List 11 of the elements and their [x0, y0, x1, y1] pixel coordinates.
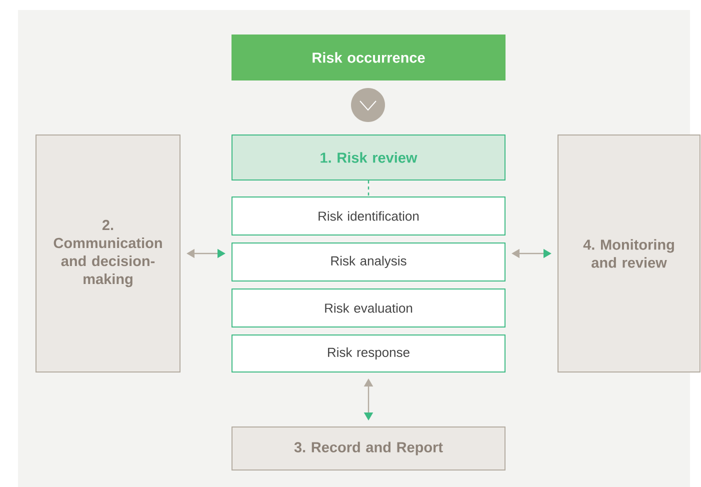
process-box: 2. Communication and decision-making — [36, 134, 180, 372]
process-box: Risk occurrence — [232, 34, 506, 80]
chevron-circle — [351, 88, 385, 122]
connector-line — [368, 180, 370, 196]
process-box: 1. Risk review — [232, 134, 506, 180]
step-box: Risk analysis — [232, 242, 506, 282]
step-box: Risk identification — [232, 196, 506, 236]
process-box: 4. Monitoring and review — [558, 134, 700, 372]
step-box: Risk response — [232, 334, 506, 372]
step-box: Risk evaluation — [232, 288, 506, 328]
process-box: 3. Record and Report — [232, 426, 506, 470]
